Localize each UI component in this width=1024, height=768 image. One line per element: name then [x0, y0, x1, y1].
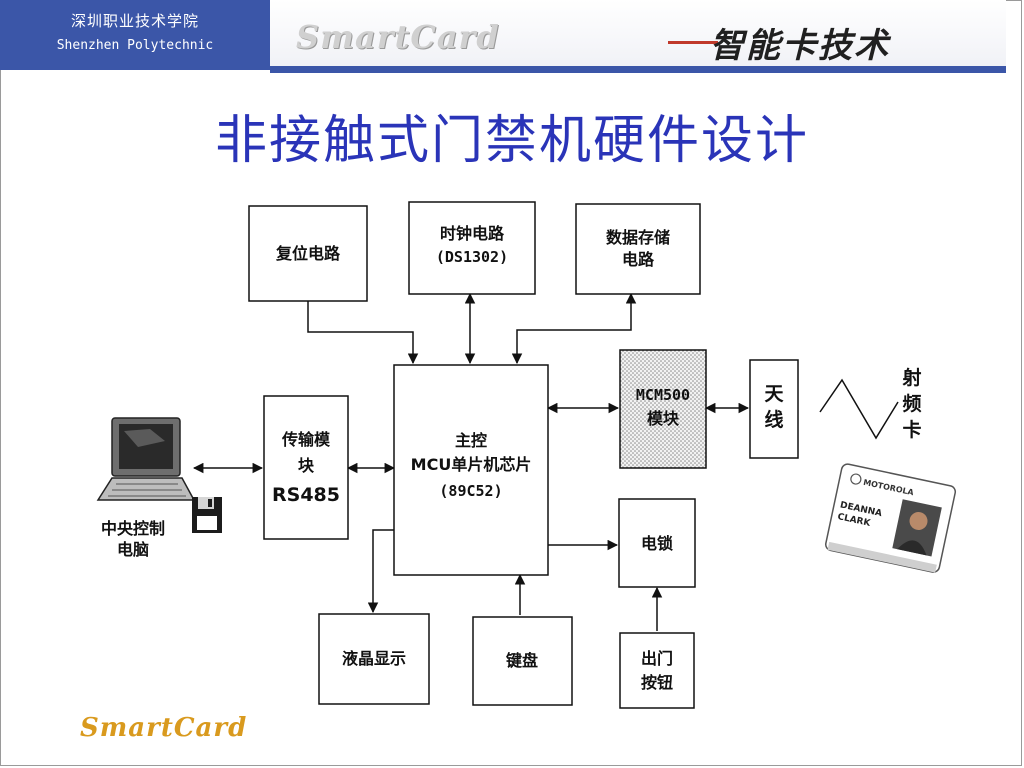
- data-storage-label: 数据存储: [606, 228, 670, 247]
- school-name-en: Shenzhen Polytechnic: [56, 38, 214, 53]
- data-storage-label-2: 电路: [622, 250, 655, 269]
- data-storage-box: 数据存储 电路: [575, 203, 701, 295]
- reset-circuit-box: 复位电路: [248, 205, 368, 302]
- electric-lock-box: 电锁: [618, 498, 696, 588]
- mcm500-label: MCM500: [636, 386, 690, 404]
- page-title: 非接触式门禁机硬件设计: [214, 111, 809, 171]
- keyboard-label: 键盘: [505, 651, 538, 670]
- header-strip: [270, 0, 1006, 70]
- keyboard-box: 键盘: [472, 616, 573, 706]
- exit-button-label-2: 按钮: [641, 673, 673, 692]
- laptop-icon: [96, 417, 196, 501]
- central-pc-label: 中央控制: [101, 519, 165, 538]
- rf-card-label-2: 频: [902, 392, 921, 415]
- rs485-label: 传输模: [281, 430, 331, 449]
- central-pc-label-2: 电脑: [117, 540, 149, 559]
- arrow-mcu-to-lcd: [367, 529, 394, 614]
- lcd-display-label: 液晶显示: [342, 649, 406, 668]
- reset-circuit-label: 复位电路: [275, 244, 341, 263]
- rs485-label-2: 块: [298, 456, 315, 475]
- rf-card-label-3: 卡: [902, 418, 921, 441]
- clock-circuit-label: 时钟电路: [440, 224, 505, 243]
- rs485-module-box: 传输模 块 RS485: [263, 395, 349, 540]
- mcu-label: 主控: [455, 431, 487, 450]
- header-dash-decoration: [668, 41, 718, 44]
- antenna-box: 天 线: [749, 359, 799, 459]
- arrow-reset-to-mcu: [307, 300, 419, 365]
- mcm500-module-box: MCM500 模块: [619, 349, 707, 469]
- arrow-storage-mcu: [511, 292, 637, 365]
- smartcard-tech-title: 智能卡技术: [710, 26, 890, 66]
- mcu-model-label: (89C52): [439, 482, 502, 500]
- school-banner: 深圳职业技术学院 Shenzhen Polytechnic: [0, 0, 270, 70]
- smartcard-logo: SmartCard: [296, 18, 500, 56]
- antenna-label: 天: [764, 383, 784, 405]
- header-underline: [270, 66, 1006, 73]
- rs485-model: RS485: [272, 484, 340, 506]
- mcm500-label-2: 模块: [647, 409, 680, 428]
- floppy-disk-icon: [192, 497, 222, 533]
- electric-lock-label: 电锁: [641, 534, 673, 553]
- rf-id-card-icon: MOTOROLA DEANNA CLARK: [825, 463, 957, 573]
- mcu-chip-label: MCU单片机芯片: [411, 455, 532, 474]
- clock-circuit-box: 时钟电路 (DS1302): [408, 201, 536, 295]
- footer-smartcard-logo: SmartCard: [80, 713, 248, 741]
- mcu-box: 主控 MCU单片机芯片 (89C52): [393, 364, 549, 576]
- rf-wave-icon: [819, 378, 899, 440]
- rf-card-label: 射: [901, 366, 921, 389]
- antenna-label-2: 线: [764, 408, 783, 431]
- connectors: [192, 292, 750, 631]
- school-name-cn: 深圳职业技术学院: [70, 12, 199, 30]
- clock-circuit-chip: (DS1302): [436, 248, 508, 266]
- lcd-display-box: 液晶显示: [318, 613, 430, 705]
- exit-button-label: 出门: [641, 649, 673, 668]
- exit-button-box: 出门 按钮: [619, 632, 695, 709]
